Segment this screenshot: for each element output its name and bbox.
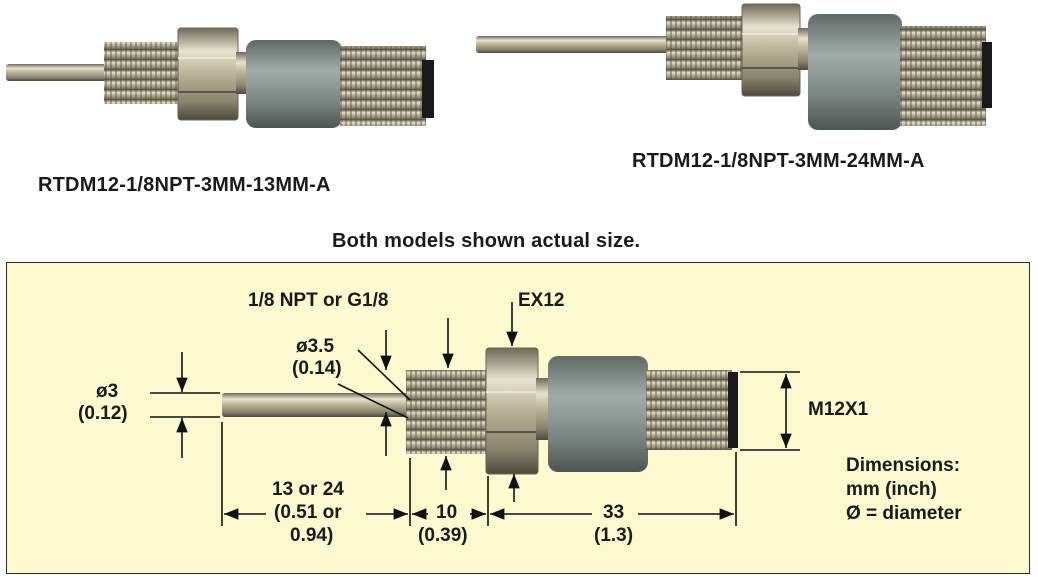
legend-title: Dimensions:	[846, 455, 961, 476]
caption-short-model: RTDM12-1/8NPT-3MM-13MM-A	[38, 174, 331, 196]
probe-length-line1: 13 or 24	[272, 479, 344, 500]
probe-length-line3: 0.94)	[290, 525, 334, 546]
actual-size-note: Both models shown actual size.	[332, 230, 641, 252]
connector-thread: M12X1	[808, 399, 869, 420]
probe-length-line2: (0.51 or	[274, 502, 342, 523]
caption-long-model: RTDM12-1/8NPT-3MM-24MM-A	[632, 150, 925, 172]
step-diameter-inch: (0.14)	[292, 358, 342, 379]
sensor-drawing	[222, 347, 738, 475]
sensor-photo-short	[6, 27, 434, 128]
body-length-mm: 33	[603, 502, 625, 523]
sensor-photo-long	[476, 3, 992, 130]
probe-diameter-mm: ø3	[96, 381, 119, 402]
legend-units: mm (inch)	[846, 479, 937, 500]
step-diameter-mm: ø3.5	[296, 336, 335, 357]
thread-length-inch: (0.39)	[418, 525, 468, 546]
body-length-inch: (1.3)	[594, 525, 634, 546]
thread-length-mm: 10	[436, 502, 458, 523]
probe-diameter-inch: (0.12)	[78, 403, 128, 424]
legend-diameter: Ø = diameter	[846, 503, 962, 524]
thread-label: 1/8 NPT or G1/8	[248, 290, 389, 311]
hex-label: EX12	[518, 290, 565, 311]
